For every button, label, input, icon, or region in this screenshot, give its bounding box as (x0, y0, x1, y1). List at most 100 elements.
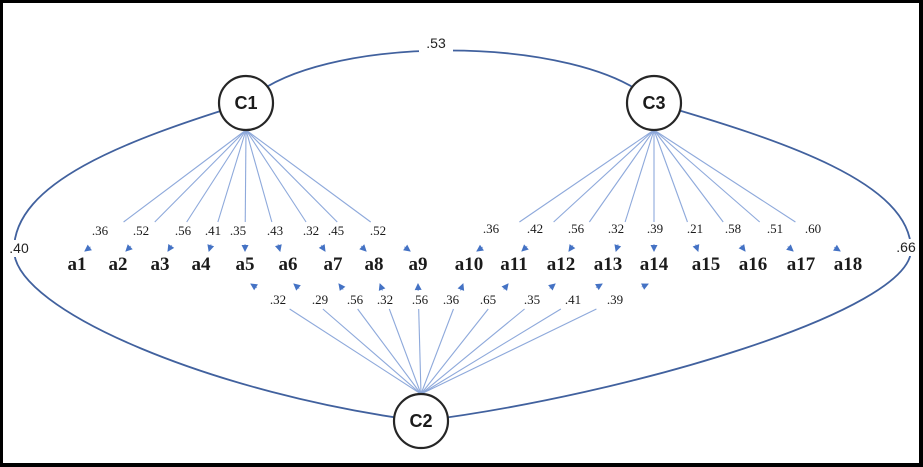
factor-label-C2: C2 (409, 411, 432, 431)
loading-arrow-C3-a16 (738, 244, 746, 252)
loading-arrow-C1-a1 (84, 244, 92, 252)
indicator-a13: a13 (594, 254, 623, 275)
indicator-a3: a3 (151, 254, 170, 275)
loading-arrow-C3-a10 (476, 244, 484, 252)
loading-value-C3-a13: .32 (608, 221, 624, 236)
loading-value-C3-a18: .60 (805, 221, 821, 236)
sem-path-diagram: .36 .52 .56 .41 .35 .43 .32 .45 .52 .36 .42 .56 .32.… (3, 35, 919, 450)
correlation-label-box-C2-C3 (889, 239, 919, 256)
loading-arrow-C2-a13 (595, 283, 603, 291)
loading-path-C1-a8 (245, 129, 338, 223)
loading-arrow-C3-a13 (614, 244, 622, 252)
loading-path-C3-a11 (553, 129, 655, 223)
indicator-a5: a5 (236, 254, 255, 275)
loading-arrow-C2-a8 (378, 283, 386, 291)
factor-label-C1: C1 (234, 93, 257, 113)
loading-value-C1-a8: .45 (328, 223, 344, 238)
loading-arrow-C2-a10 (457, 283, 465, 291)
indicator-a14: a14 (640, 254, 669, 275)
loading-path-C3-a10 (519, 129, 655, 223)
loading-path-C2-a10 (420, 308, 454, 395)
loading-path-C2-a5 (289, 308, 422, 395)
loading-arrow-C2-a7 (338, 283, 346, 291)
loading-value-C3-a12: .56 (568, 221, 585, 236)
loading-arrow-C2-a11 (501, 283, 509, 291)
loading-path-C2-a6 (322, 308, 422, 395)
loading-value-C2-a7: .56 (347, 292, 364, 307)
indicator-a8: a8 (365, 254, 384, 275)
loading-arrow-C2-a5 (250, 283, 258, 291)
loading-arrow-C1-a7 (318, 244, 326, 252)
loading-path-C3-a13 (624, 129, 655, 223)
loading-arrow-C3-a17 (786, 244, 794, 252)
loading-path-C3-a16 (653, 129, 724, 223)
loading-value-C1-a2: .52 (133, 223, 149, 238)
loading-value-C1-a7: .32 (303, 223, 319, 238)
loading-path-C1-a9 (245, 129, 372, 223)
correlation-label-box-C1-C3 (419, 35, 453, 52)
loading-arrow-C3-a18 (833, 244, 841, 252)
factor-node-C3 (625, 74, 683, 132)
loading-value-C2-a9: .56 (412, 292, 429, 307)
loading-value-C3-a11: .42 (527, 221, 543, 236)
loading-value-C2-a6: .29 (312, 292, 328, 307)
loading-value-C3-a10: .36 (483, 221, 500, 236)
indicator-a2: a2 (109, 254, 128, 275)
indicator-a18: a18 (834, 254, 863, 275)
correlation-label-box-C1-C2 (3, 240, 36, 257)
loading-value-C1-a3: .56 (175, 223, 192, 238)
loading-value-C1-a5: .35 (230, 223, 246, 238)
indicator-a17: a17 (787, 254, 816, 275)
loading-path-C2-a7 (357, 308, 422, 395)
loading-path-C2-a8 (388, 308, 422, 395)
loading-arrow-C2-a12 (548, 283, 556, 291)
loading-path-C2-a11 (420, 308, 489, 395)
loading-value-C2-a10: .36 (443, 292, 460, 307)
loading-value-C3-a16: .58 (725, 221, 741, 236)
loading-path-C1-a3 (186, 129, 247, 223)
loading-path-C3-a15 (653, 129, 688, 223)
loading-path-C1-a4 (217, 129, 247, 223)
loading-path-C1-a1 (123, 129, 247, 223)
loading-value-C3-a14: .39 (647, 221, 663, 236)
correlation-arc-C1-C2 (13, 102, 422, 422)
loading-labels: .36 .52 .56 .41 .35 .43 .32 .45 .52 .36 .42 .56 .32.… (92, 221, 821, 307)
loading-value-C1-a9: .52 (370, 223, 386, 238)
loading-value-C1-a1: .36 (92, 223, 109, 238)
indicator-a16: a16 (739, 254, 768, 275)
loading-path-C1-a2 (154, 129, 247, 223)
loading-path-C2-a12 (420, 308, 525, 395)
loading-value-C2-a13: .41 (565, 292, 581, 307)
loading-value-C1-a6: .43 (267, 223, 283, 238)
loading-path-C2-a14 (420, 308, 597, 395)
loading-arrow-C1-a8 (359, 244, 367, 252)
loading-path-C2-a9 (418, 308, 422, 395)
loading-value-C3-a17: .51 (767, 221, 783, 236)
loading-arrow-C3-a15 (692, 244, 700, 252)
loading-path-C3-a18 (653, 129, 796, 223)
loading-path-C3-a17 (653, 129, 761, 223)
loading-value-C2-a5: .32 (270, 292, 286, 307)
correlation-arc-C1-C3 (245, 49, 655, 104)
factor-node-C2 (392, 392, 450, 450)
indicator-a1: a1 (68, 254, 87, 275)
loading-value-C2-a12: .35 (524, 292, 540, 307)
correlation-labels: .53.40.66 (3, 35, 919, 257)
loading-path-C1-a7 (245, 129, 307, 223)
indicator-a4: a4 (192, 254, 212, 275)
loading-arrow-C2-a14 (641, 283, 649, 290)
loading-value-C2-a8: .32 (377, 292, 393, 307)
indicator-a11: a11 (500, 254, 527, 275)
loading-path-C3-a12 (588, 129, 655, 223)
indicator-a6: a6 (279, 254, 298, 275)
correlation-value-C2-C3: .66 (896, 239, 916, 255)
loading-lines (84, 129, 841, 395)
factor-node-C1 (217, 74, 275, 132)
factor-label-C3: C3 (642, 93, 665, 113)
correlation-arc-C2-C3 (420, 102, 912, 422)
loading-arrow-C1-a3 (167, 244, 175, 252)
indicator-a10: a10 (455, 254, 484, 275)
loading-value-C3-a15: .21 (687, 221, 703, 236)
